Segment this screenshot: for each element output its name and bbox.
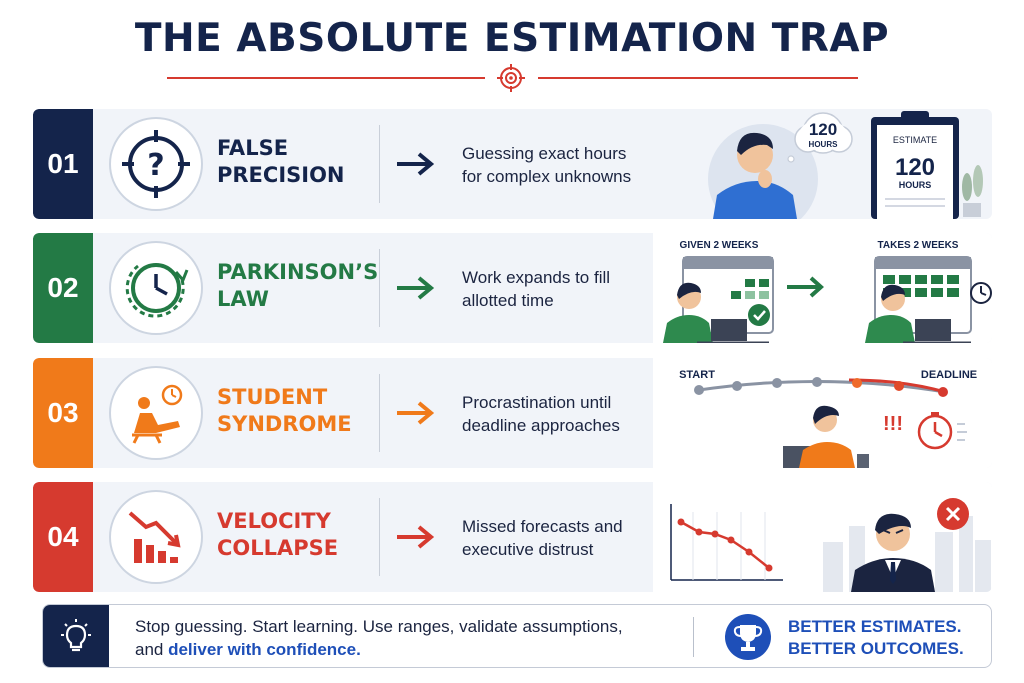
stopwatch-icon: [917, 412, 967, 450]
row-description: Procrastination until deadline approache…: [462, 393, 620, 435]
row-parkinsons-law: 02 PARKINSON’S LAW Work expands to fill …: [33, 233, 992, 343]
relaxing-person-icon: [132, 384, 183, 444]
clock-icon: [125, 263, 189, 318]
row-description: Guessing exact hours for complex unknown…: [462, 144, 632, 186]
arrow-right-icon: [397, 401, 435, 425]
alarm-text: !!!: [883, 413, 903, 435]
arrow-right-icon: [397, 525, 435, 549]
footer-outcome: BETTER ESTIMATES. BETTER OUTCOMES.: [788, 617, 964, 658]
thought-value: 120: [809, 120, 837, 139]
badge: [109, 490, 203, 584]
target-icon: [497, 64, 525, 92]
clock-icon: [970, 282, 992, 304]
question-target-icon: ?: [122, 130, 190, 198]
title-rule-right: [538, 77, 858, 79]
row-number: 01: [33, 109, 93, 219]
row-student-syndrome: 03 STUDENT SYNDROME Procrastination unti…: [33, 358, 992, 468]
bulb-box: [43, 605, 109, 667]
divider: [379, 125, 380, 203]
illustration-two-weeks: GIVEN 2 WEEKS TAKES 2 WEEKS: [653, 233, 992, 343]
deadline-label: DEADLINE: [921, 369, 977, 381]
plant-icon: [962, 165, 983, 217]
arrow-right-icon: [397, 152, 435, 176]
thought-bubble: 120 HOURS: [787, 112, 853, 163]
row-velocity-collapse: 04 VELOCITY COLLAPSE Missed forecasts an…: [33, 482, 992, 592]
footer-divider: [693, 617, 694, 657]
footer-banner: Stop guessing. Start learning. Use range…: [42, 604, 992, 668]
row-heading: PARKINSON’S LAW: [217, 260, 379, 311]
arrow-right-icon: [397, 276, 435, 300]
title-rule-left: [167, 77, 485, 79]
board-unit: HOURS: [899, 180, 932, 190]
divider: [379, 249, 380, 327]
footer-message-emphasis: deliver with confidence.: [168, 640, 361, 659]
start-label: START: [679, 369, 715, 381]
divider: [379, 498, 380, 576]
row-heading: STUDENT SYNDROME: [217, 385, 352, 436]
takes-label: TAKES 2 WEEKS: [878, 240, 959, 251]
thought-unit: HOURS: [809, 140, 839, 149]
row-heading: VELOCITY COLLAPSE: [217, 509, 339, 560]
row-description: Work expands to fill allotted time: [462, 268, 611, 310]
illustration-thinking-estimate: 120 HOURS ESTIMATE 120 HOURS: [708, 111, 983, 219]
illustration-procrastination: START DEADLINE !!!: [653, 358, 992, 468]
badge: ?: [109, 117, 203, 211]
footer-message: Stop guessing. Start learning. Use range…: [135, 617, 623, 659]
page-title: THE ABSOLUTE ESTIMATION TRAP: [134, 16, 890, 61]
svg-text:?: ?: [147, 148, 164, 183]
board-value: 120: [895, 154, 935, 181]
row-heading: FALSE PRECISION: [217, 136, 345, 187]
board-label: ESTIMATE: [893, 135, 937, 145]
row-number: 03: [33, 358, 93, 468]
lightbulb-icon: [61, 619, 91, 652]
row-number: 02: [33, 233, 93, 343]
row-description: Missed forecasts and executive distrust: [462, 517, 623, 559]
given-label: GIVEN 2 WEEKS: [680, 240, 759, 251]
illustration-executive-distrust: [653, 482, 992, 592]
row-number: 04: [33, 482, 93, 592]
row-false-precision: 01 ? FALSE PRECISION Guessing exact hour…: [33, 109, 992, 219]
declining-bars-icon: [128, 511, 181, 563]
divider: [379, 374, 380, 452]
badge: [109, 241, 203, 335]
badge: [109, 366, 203, 460]
estimate-clipboard: ESTIMATE 120 HOURS: [871, 111, 959, 219]
error-badge-icon: [937, 498, 969, 530]
trophy-icon: [725, 614, 771, 660]
